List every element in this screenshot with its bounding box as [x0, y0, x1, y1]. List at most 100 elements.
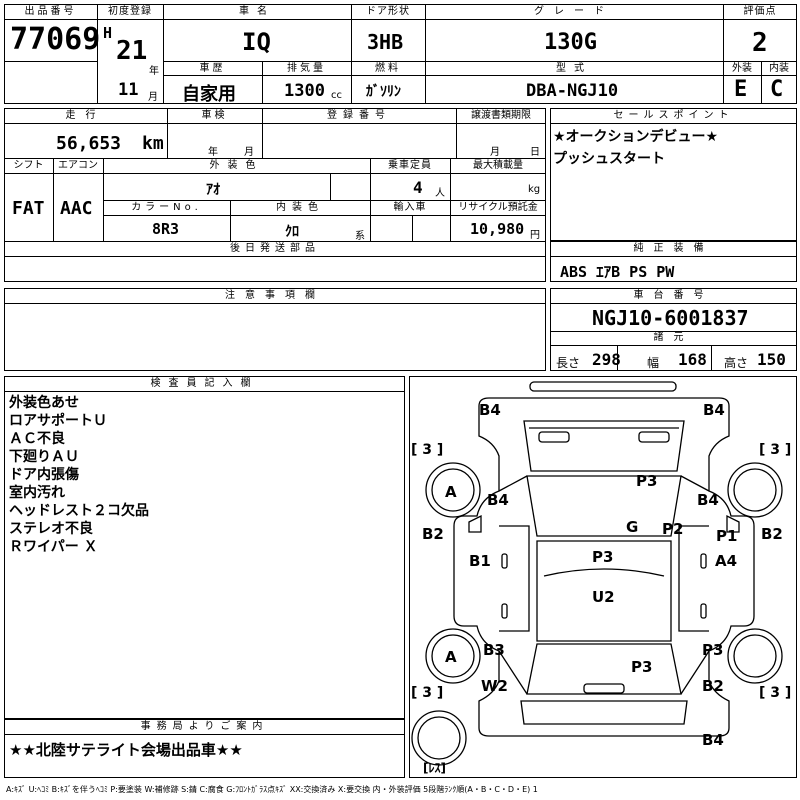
era-prefix: H: [103, 24, 113, 42]
later-parts-label: 後日発送部品: [230, 243, 320, 254]
sales-point-label: セールスポイント: [613, 110, 734, 121]
door-type-label: ドア形状: [366, 6, 410, 17]
exterior-color-value: ｱｵ: [206, 182, 220, 198]
inspector-note: Ｒワイパー Ｘ: [9, 539, 98, 555]
lot-number-label: 出品番号: [24, 6, 77, 17]
exterior-grade-value: E: [734, 77, 748, 102]
import-label: 輸入車: [393, 202, 427, 213]
score-label: 評価点: [743, 6, 777, 17]
damage-mark: B4: [697, 491, 719, 509]
damage-legend: A:ｷｽﾞ U:ﾍｺﾐ B:ｷｽﾞを伴うﾍｺﾐ P:要塗装 W:補修跡 S:錆 …: [6, 785, 538, 794]
history-label: 車歴: [199, 63, 226, 74]
damage-mark: [ 3 ]: [411, 685, 443, 701]
capacity-unit: 人: [435, 188, 445, 199]
inspector-note: 室内汚れ: [9, 485, 65, 501]
damage-mark: B4: [479, 401, 501, 419]
damage-mark: P3: [636, 472, 657, 490]
damage-mark: G: [626, 518, 638, 536]
shift-value: FAT: [12, 198, 45, 219]
car-name-label: 車名: [239, 6, 275, 17]
year-unit: 年: [149, 66, 159, 77]
inspector-label: 検査員記入欄: [150, 378, 259, 389]
interior-color-label: 内装色: [276, 202, 324, 213]
first-registration-month: 11: [118, 80, 139, 100]
inspector-note: 外装色あせ: [9, 395, 79, 411]
width-label: 幅: [647, 356, 660, 370]
damage-mark: B1: [469, 552, 491, 570]
fuel-value: ｶﾞｿﾘﾝ: [366, 84, 401, 100]
length-value: 298: [592, 350, 621, 369]
inspector-note: ヘッドレスト２コ欠品: [9, 503, 149, 519]
interior-color-unit: 系: [355, 231, 365, 242]
damage-mark: P3: [631, 658, 652, 676]
car-name-value: IQ: [242, 28, 271, 56]
capacity-label: 乗車定員: [388, 160, 432, 171]
height-value: 150: [757, 350, 786, 369]
damage-mark: [ 3 ]: [759, 442, 791, 458]
damage-mark: A4: [715, 552, 737, 570]
inspector-note: ステレオ不良: [9, 521, 93, 537]
aircon-value: AAC: [60, 198, 93, 219]
displacement-value: 1300: [284, 81, 325, 101]
inspection-label: 車検: [201, 110, 228, 121]
vehicle-detail-table: [4, 108, 546, 282]
month-unit: 月: [148, 92, 158, 103]
fuel-label: 燃料: [375, 63, 401, 74]
exterior-grade-label: 外装: [732, 63, 752, 74]
max-load-unit: kg: [528, 184, 541, 195]
damage-mark: B4: [702, 731, 724, 749]
damage-mark: P1: [716, 527, 737, 545]
damage-mark: B4: [487, 491, 509, 509]
interior-grade-label: 内装: [769, 63, 789, 74]
max-load-label: 最大積載量: [473, 160, 523, 171]
grade-value: 130G: [544, 30, 597, 55]
damage-mark: [ 3 ]: [759, 685, 791, 701]
displacement-label: 排気量: [287, 63, 326, 74]
equipment-label: 純正装備: [633, 243, 714, 254]
history-value: 自家用: [182, 84, 236, 105]
damage-mark: [ 3 ]: [411, 442, 443, 458]
inspection-month-unit: 月: [244, 147, 254, 158]
header-table: [4, 4, 797, 104]
recycle-unit: 円: [530, 230, 540, 241]
office-panel: [4, 719, 405, 778]
damage-mark: U2: [592, 588, 615, 606]
displacement-unit: cc: [331, 90, 342, 101]
transfer-month-unit: 月: [490, 147, 500, 158]
equipment-panel: [550, 241, 797, 282]
transfer-day-unit: 日: [530, 147, 540, 158]
inspection-year-unit: 年: [208, 147, 218, 158]
vehicle-diagram-panel: [409, 376, 797, 778]
interior-grade-value: C: [770, 77, 784, 102]
damage-mark: B3: [483, 641, 505, 659]
recycle-value: 10,980: [470, 220, 525, 238]
recycle-label: リサイクル預託金: [458, 202, 538, 213]
height-label: 高さ: [724, 356, 749, 370]
damage-mark: B4: [703, 401, 725, 419]
model-value: DBA-NGJ10: [526, 81, 619, 101]
vehicle-diagram: B4 B4 [ 3 ] [ 3 ] A B4 P3 B4 B2 G P2 P1 …: [411, 381, 791, 775]
chassis-panel: [550, 288, 797, 371]
first-registration-label: 初度登録: [108, 6, 152, 17]
color-number-label: カラーNo.: [131, 202, 202, 213]
mileage-value: 56,653: [56, 133, 122, 154]
damage-mark: B2: [422, 525, 444, 543]
interior-color-value: ｸﾛ: [285, 224, 299, 240]
chassis-number: NGJ10-6001837: [592, 306, 749, 330]
first-registration-year: 21: [116, 36, 148, 66]
mileage-unit: km: [142, 133, 164, 154]
exterior-color-label: 外装色: [209, 160, 264, 171]
inspector-note: ドア内張傷: [9, 467, 79, 483]
sales-point-list: ★オークションデビュー★ プッシュスタート: [553, 128, 718, 168]
transfer-deadline-label: 譲渡書類期限: [471, 110, 531, 121]
damage-mark: P3: [702, 641, 723, 659]
length-label: 長さ: [556, 356, 581, 370]
inspector-notes-list: 外装色あせ ロアサポートＵ ＡＣ不良 下廻りＡＵ ドア内張傷 室内汚れ ヘッドレ…: [9, 394, 149, 556]
score-value: 2: [752, 28, 768, 58]
caution-panel: [4, 288, 546, 371]
width-value: 168: [678, 350, 707, 369]
sales-point-line: ★オークションデビュー★: [553, 129, 719, 145]
equipment-value: ABS ｴｱB PS PW: [560, 263, 675, 281]
office-message: ★★北陸サテライト会場出品車★★: [9, 741, 243, 759]
grade-label: グレード: [534, 6, 614, 17]
